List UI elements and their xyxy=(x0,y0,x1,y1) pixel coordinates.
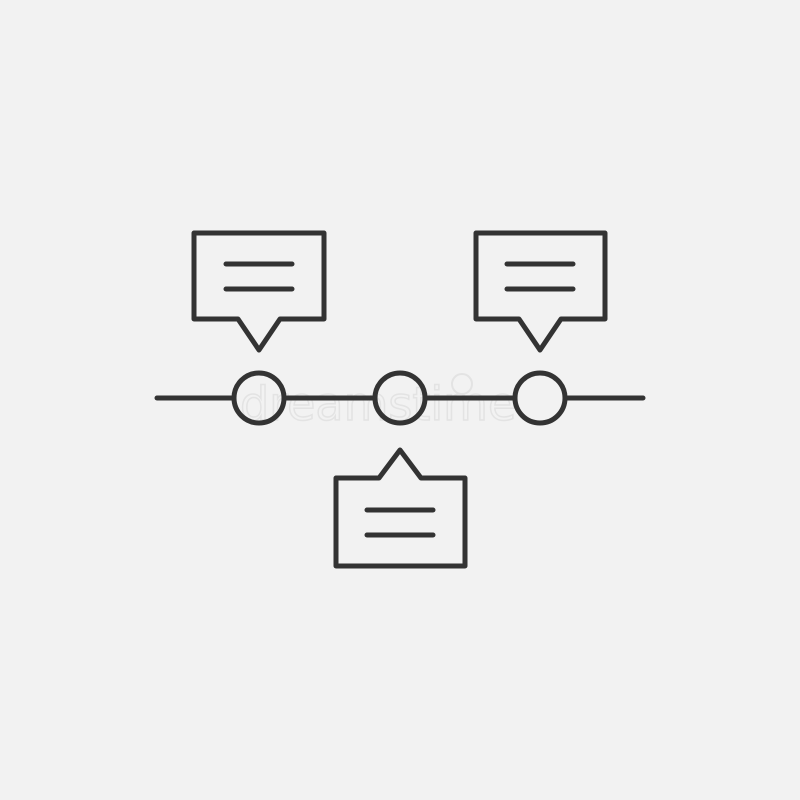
timeline-node-middle xyxy=(372,370,428,426)
speech-bubble-upper-left xyxy=(191,230,327,353)
speech-bubble-outline xyxy=(473,230,608,353)
speech-bubble-outline xyxy=(191,230,327,353)
speech-bubble-lower-middle xyxy=(333,447,468,569)
speech-bubble-outline xyxy=(333,447,468,569)
watermark-logo-icon xyxy=(451,373,473,395)
timeline-node-right xyxy=(512,370,568,426)
speech-bubble-upper-right xyxy=(473,230,608,353)
timeline-node-left xyxy=(231,370,287,426)
timeline-with-speech-bubbles-icon xyxy=(154,230,646,569)
